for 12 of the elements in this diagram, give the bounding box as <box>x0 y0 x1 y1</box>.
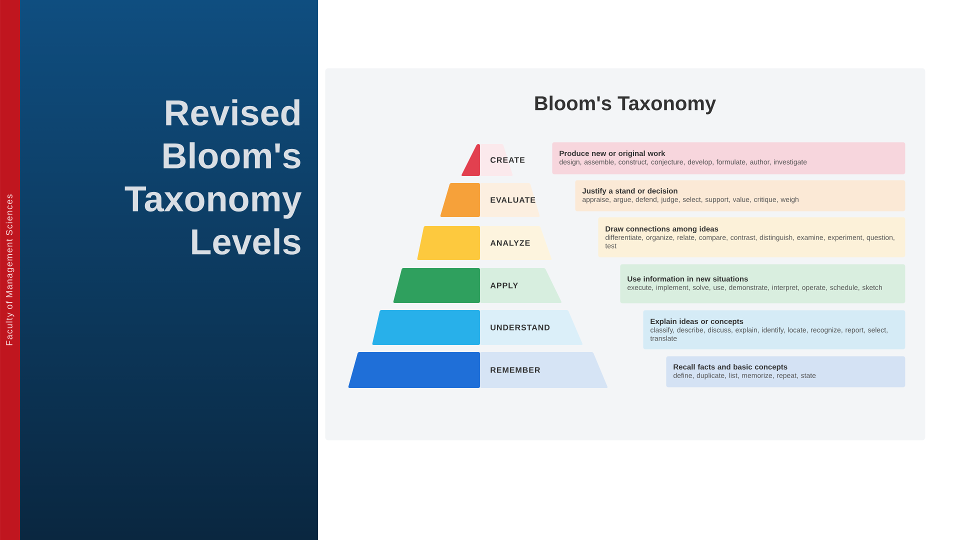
pyramid-tier: APPLY <box>393 268 562 303</box>
pyramid-tier: REMEMBER <box>348 352 608 388</box>
pyramid-tier: CREATE <box>462 144 525 176</box>
slide-title: Revised Bloom's Taxonomy Levels <box>124 99 302 255</box>
node-label: UNDERSTAND <box>490 324 550 330</box>
node-label: REMEMBER <box>490 367 540 373</box>
pyramid-tier: EVALUATE <box>440 183 540 217</box>
pyramid-tier: UNDERSTAND <box>372 310 583 345</box>
pyramid-tier: ANALYZE <box>417 226 552 260</box>
node-label: APPLY <box>490 282 518 288</box>
card-heading: Bloom's Taxonomy <box>535 96 716 114</box>
side-band: Faculty of Management Sciences <box>0 0 20 540</box>
